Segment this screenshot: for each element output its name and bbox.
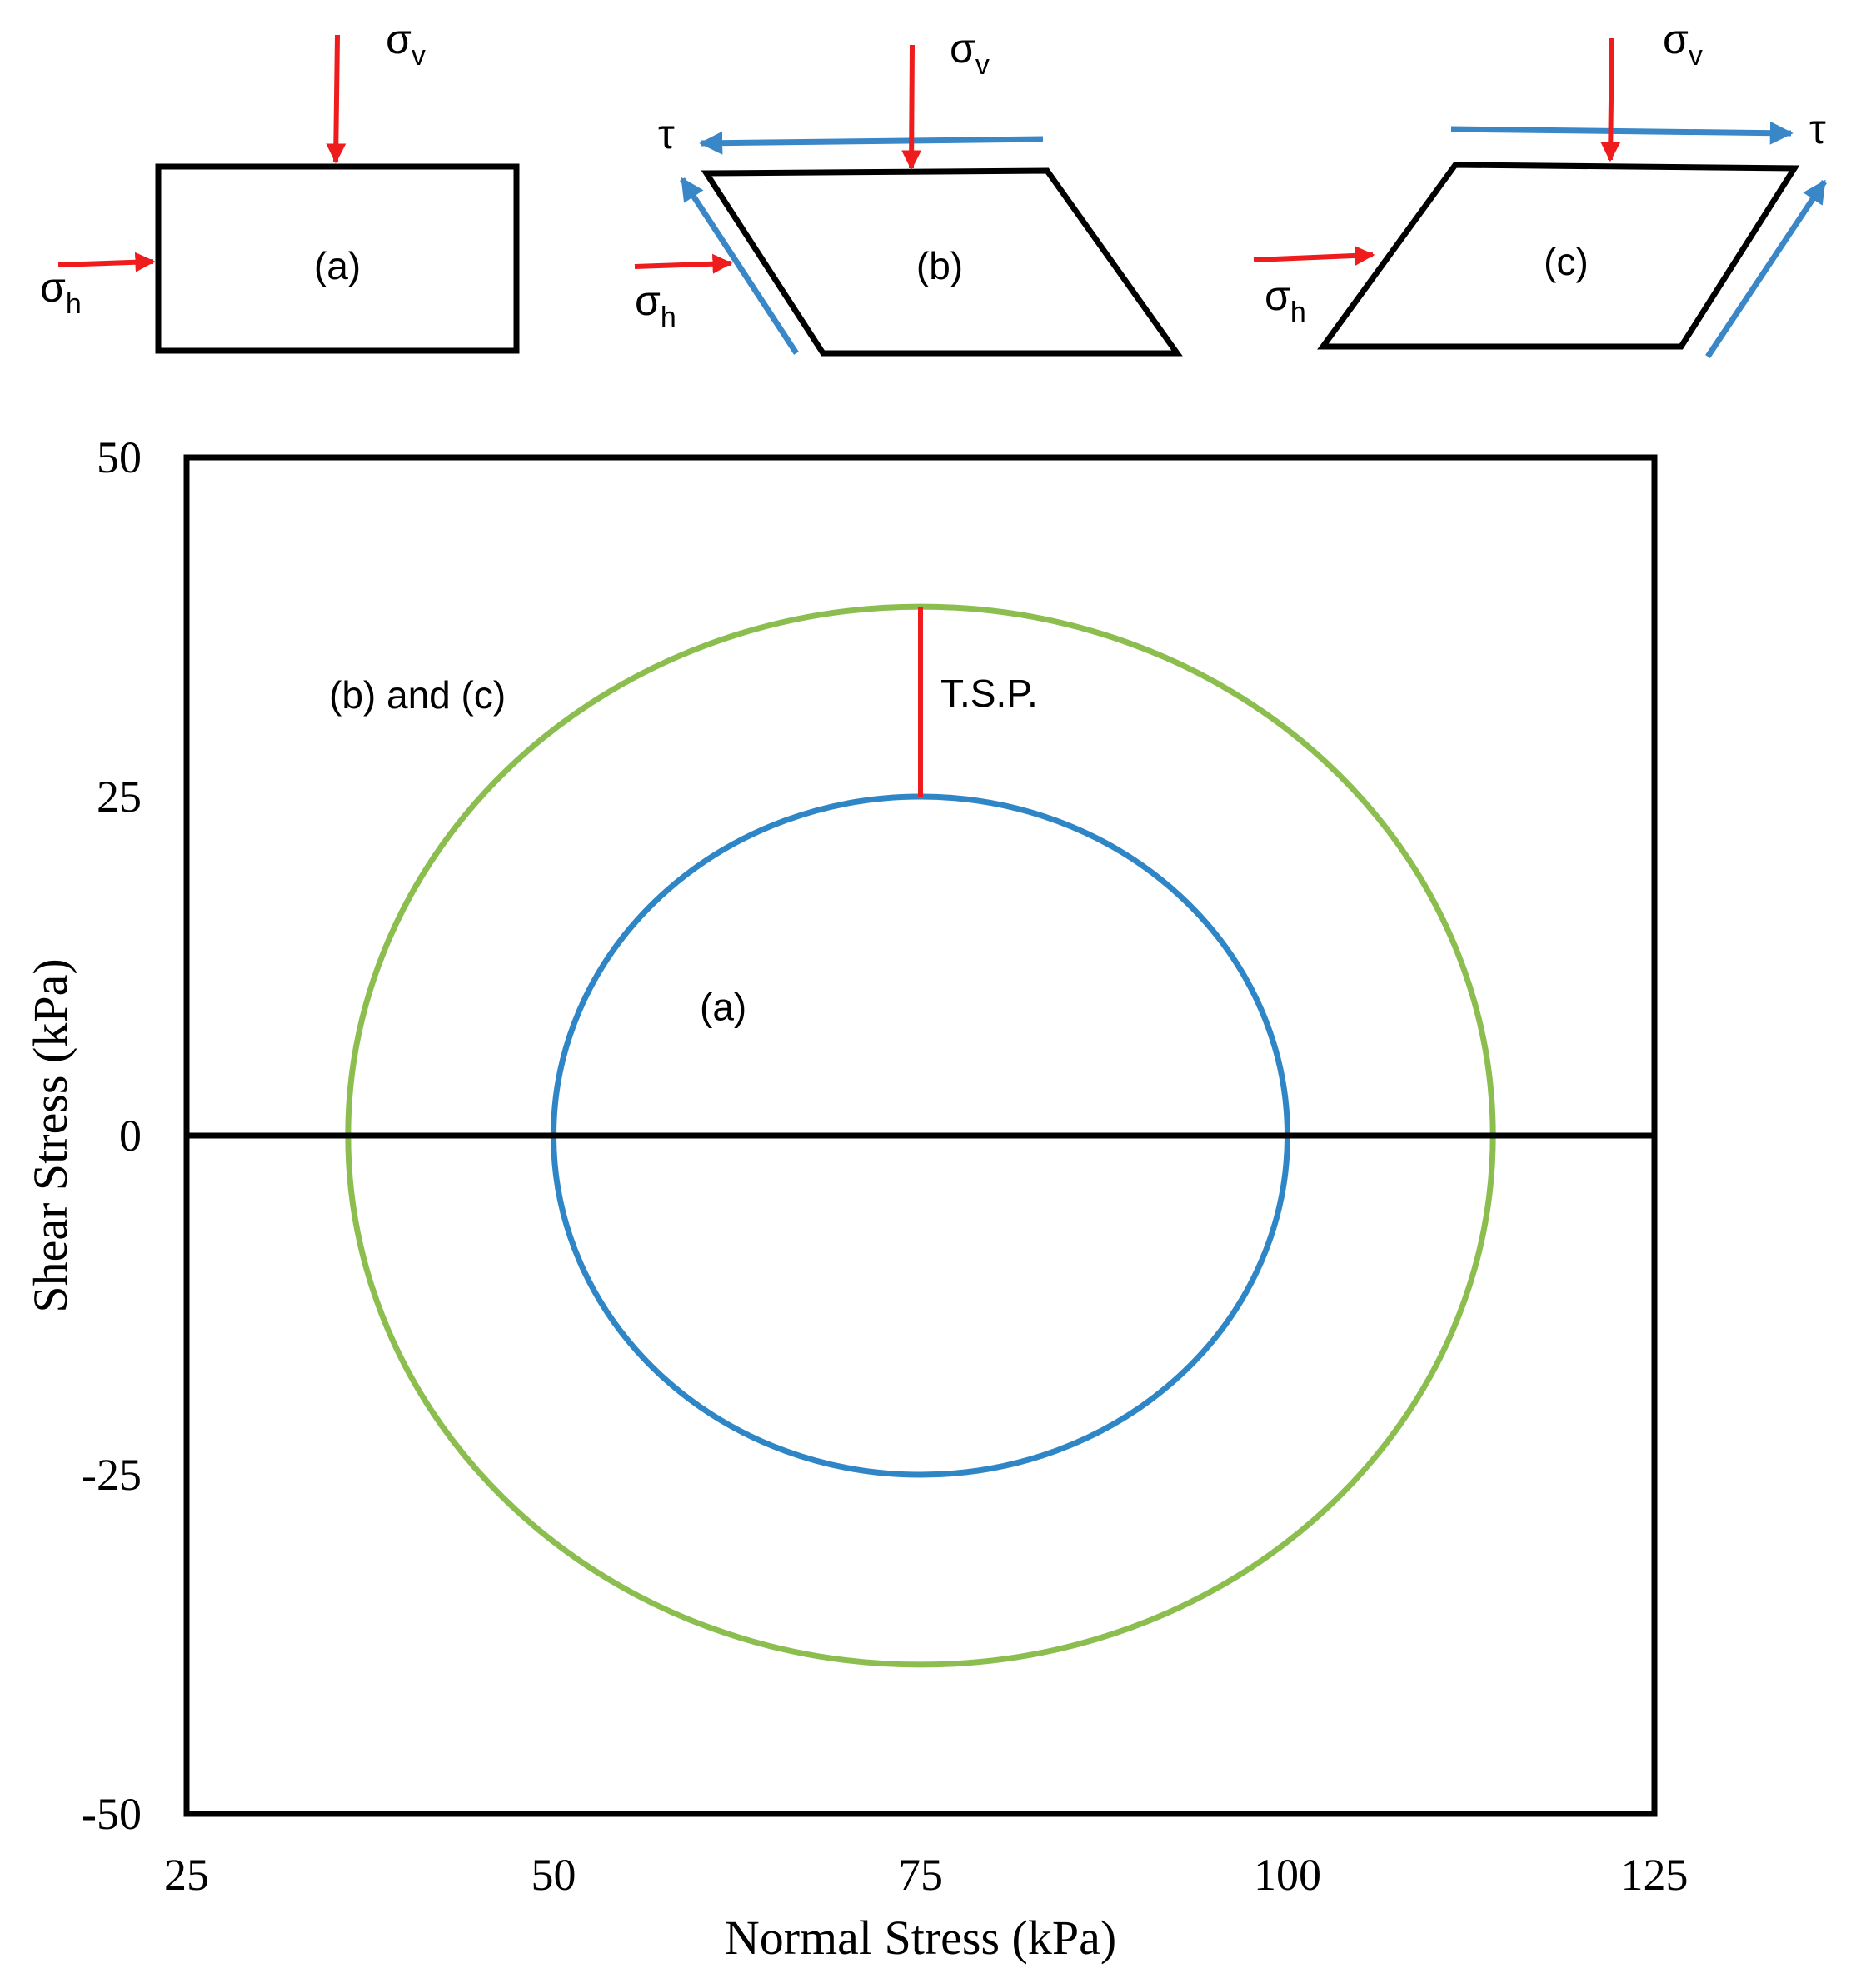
element-c: (c) σv σh τ xyxy=(1253,16,1827,358)
element-b-sigma-v-arrow xyxy=(901,44,922,171)
plot-frame xyxy=(183,454,1658,1817)
element-b-tau-top-arrow xyxy=(699,131,1044,155)
element-c-sigma-v-symbol: σv xyxy=(1663,16,1703,72)
element-c-tau-right-arrow xyxy=(1705,179,1827,358)
element-b-label: (b) xyxy=(916,244,963,287)
element-b-sigma-h-symbol: σh xyxy=(635,277,676,333)
x-tick-label: 50 xyxy=(531,1850,576,1900)
element-a-box xyxy=(155,163,520,354)
circle-a-label: (a) xyxy=(700,986,746,1029)
element-a-sigma-h-symbol: σh xyxy=(40,264,82,320)
element-b-sigma-h-arrow xyxy=(634,253,733,274)
plot-layer: T.S.P. (a) (b) and (c) xyxy=(187,603,1654,1668)
element-b-shape xyxy=(701,167,1183,357)
element-a-sigma-h-arrow xyxy=(57,252,156,272)
tsp-label: T.S.P. xyxy=(940,672,1038,715)
x-tick-labels: 25 50 75 100 125 xyxy=(164,1850,1689,1900)
mohr-circle-chart: T.S.P. (a) (b) and (c) 50 25 0 -25 -50 25 50 75 1… xyxy=(23,432,1689,1965)
element-a-label: (a) xyxy=(314,244,361,287)
x-axis-title: Normal Stress (kPa) xyxy=(725,1911,1116,1965)
y-tick-label: -25 xyxy=(82,1450,142,1500)
element-b: (b) σv σh τ xyxy=(634,25,1183,357)
element-a: (a) σv σh xyxy=(40,16,520,354)
y-tick-label: -50 xyxy=(82,1789,142,1839)
x-tick-label: 125 xyxy=(1621,1850,1689,1900)
y-tick-label: 25 xyxy=(97,772,142,822)
element-c-sigma-h-arrow xyxy=(1253,245,1375,266)
x-tick-label: 75 xyxy=(898,1850,943,1900)
element-c-shape xyxy=(1317,162,1800,350)
element-c-tau-symbol: τ xyxy=(1809,106,1826,152)
y-tick-label: 50 xyxy=(97,432,142,482)
element-c-sigma-h-symbol: σh xyxy=(1265,272,1306,328)
x-tick-label: 25 xyxy=(164,1850,209,1900)
element-b-tau-symbol: τ xyxy=(658,111,675,157)
x-tick-label: 100 xyxy=(1254,1850,1321,1900)
element-c-sigma-v-arrow xyxy=(1600,37,1621,162)
element-a-sigma-v-arrow xyxy=(326,34,347,164)
y-tick-label: 0 xyxy=(119,1111,142,1161)
circle-bc-label: (b) and (c) xyxy=(329,673,506,717)
element-a-sigma-v-symbol: σv xyxy=(386,16,426,72)
element-b-tau-left-arrow xyxy=(680,177,799,355)
y-tick-labels: 50 25 0 -25 -50 xyxy=(82,432,142,1839)
element-c-label: (c) xyxy=(1544,240,1589,283)
element-c-tau-top-arrow xyxy=(1450,121,1794,145)
y-axis-title: Shear Stress (kPa) xyxy=(23,958,77,1312)
element-b-sigma-v-symbol: σv xyxy=(950,25,990,81)
